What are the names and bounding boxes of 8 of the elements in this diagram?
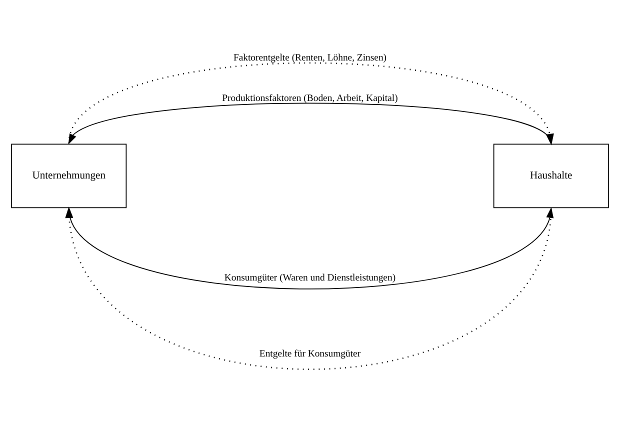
- node-box: Unternehmungen: [11, 143, 127, 208]
- edge-label: Produktionsfaktoren (Boden, Arbeit, Kapital): [222, 92, 398, 104]
- node-box: Haushalte: [493, 143, 609, 208]
- edge-label: Konsumgüter (Waren und Dienstleistungen): [224, 272, 396, 284]
- arrow: [65, 206, 552, 370]
- edge-label: Faktorentgelte (Renten, Löhne, Zinsen): [233, 52, 387, 63]
- edge-label: Entgelte für Konsumgüter: [259, 348, 361, 360]
- arrow: [68, 206, 554, 289]
